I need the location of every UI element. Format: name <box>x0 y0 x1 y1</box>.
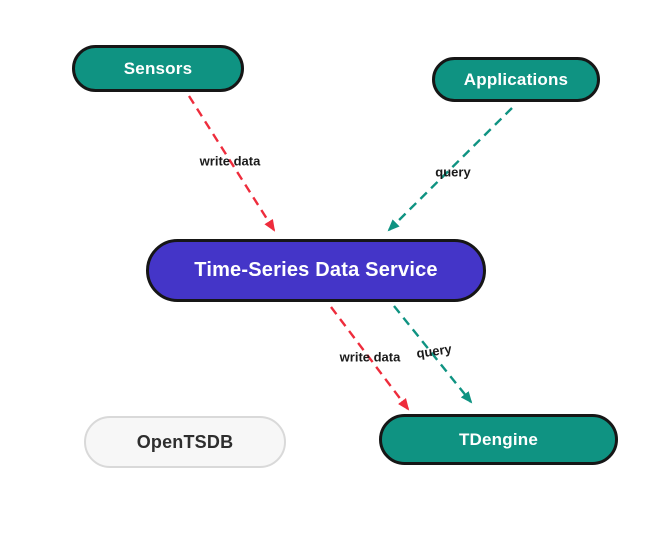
edge-service-to-tdengine-query <box>393 305 473 404</box>
edge-label-write-data-bottom: write data <box>339 349 401 365</box>
node-applications-label: Applications <box>463 69 569 89</box>
edge-label-query-top: query <box>435 164 471 180</box>
edge-service-to-tdengine-write-data <box>330 306 410 411</box>
node-sensors-label: Sensors <box>123 58 193 78</box>
node-sensors: Sensors <box>72 45 244 92</box>
edge-sensors-to-service-write-data <box>187 95 276 232</box>
node-applications: Applications <box>432 57 600 102</box>
node-tdengine: TDengine <box>379 414 618 465</box>
node-time-series-data-service: Time-Series Data Service <box>146 239 486 302</box>
edge-label-write-data-top: write data <box>199 153 261 169</box>
node-opentsdb: OpenTSDB <box>84 416 286 468</box>
node-opentsdb-label: OpenTSDB <box>136 431 234 452</box>
node-tdengine-label: TDengine <box>458 429 539 449</box>
node-time-series-data-service-label: Time-Series Data Service <box>194 259 438 281</box>
